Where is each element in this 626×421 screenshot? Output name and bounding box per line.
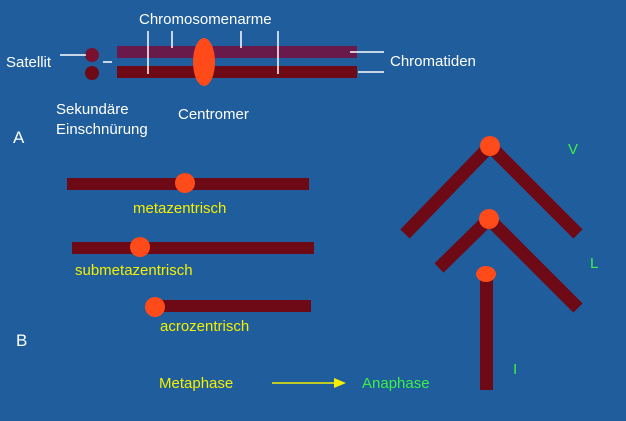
label-anaphase: Anaphase bbox=[362, 375, 430, 392]
chromosome-types bbox=[67, 173, 314, 317]
l-centromere bbox=[479, 209, 499, 229]
submetazentrisch-bar bbox=[72, 242, 314, 254]
i-centromere bbox=[476, 266, 496, 282]
label-submetazentrisch: submetazentrisch bbox=[75, 262, 193, 279]
label-section-a: A bbox=[13, 128, 25, 147]
v-arm-left bbox=[400, 141, 495, 239]
label-metazentrisch: metazentrisch bbox=[133, 200, 226, 217]
metazentrisch-centromere bbox=[175, 173, 195, 193]
label-shape-v: V bbox=[568, 141, 578, 158]
chromosome-structure bbox=[60, 31, 384, 86]
label-section-b: B bbox=[16, 331, 27, 350]
label-centromer: Centromer bbox=[178, 106, 249, 123]
v-arm-right bbox=[485, 141, 583, 239]
acrozentrisch-centromere bbox=[145, 297, 165, 317]
label-shape-i: I bbox=[513, 361, 517, 378]
label-shape-l: L bbox=[590, 255, 598, 272]
anaphase-shapes bbox=[400, 136, 583, 390]
label-chromosomenarme: Chromosomenarme bbox=[139, 11, 272, 28]
label-acrozentrisch: acrozentrisch bbox=[160, 318, 249, 335]
chromatid-upper bbox=[117, 46, 357, 58]
acrozentrisch-bar bbox=[155, 300, 311, 312]
satellite-lower bbox=[85, 66, 99, 80]
l-arm-short bbox=[434, 214, 494, 273]
label-chromatiden: Chromatiden bbox=[390, 53, 476, 70]
label-metaphase: Metaphase bbox=[159, 375, 233, 392]
i-bar bbox=[480, 274, 493, 390]
submetazentrisch-centromere bbox=[130, 237, 150, 257]
centromere-a bbox=[193, 38, 215, 86]
phase-arrow bbox=[272, 378, 346, 388]
label-satellit: Satellit bbox=[6, 54, 52, 71]
arrow-head bbox=[334, 378, 346, 388]
label-sekundaere: Sekundäre bbox=[56, 101, 129, 118]
chromatid-lower bbox=[117, 66, 357, 78]
l-arm-long bbox=[484, 214, 583, 313]
v-centromere bbox=[480, 136, 500, 156]
satellite-upper bbox=[85, 48, 99, 62]
label-einschnuerung: Einschnürung bbox=[56, 121, 148, 138]
